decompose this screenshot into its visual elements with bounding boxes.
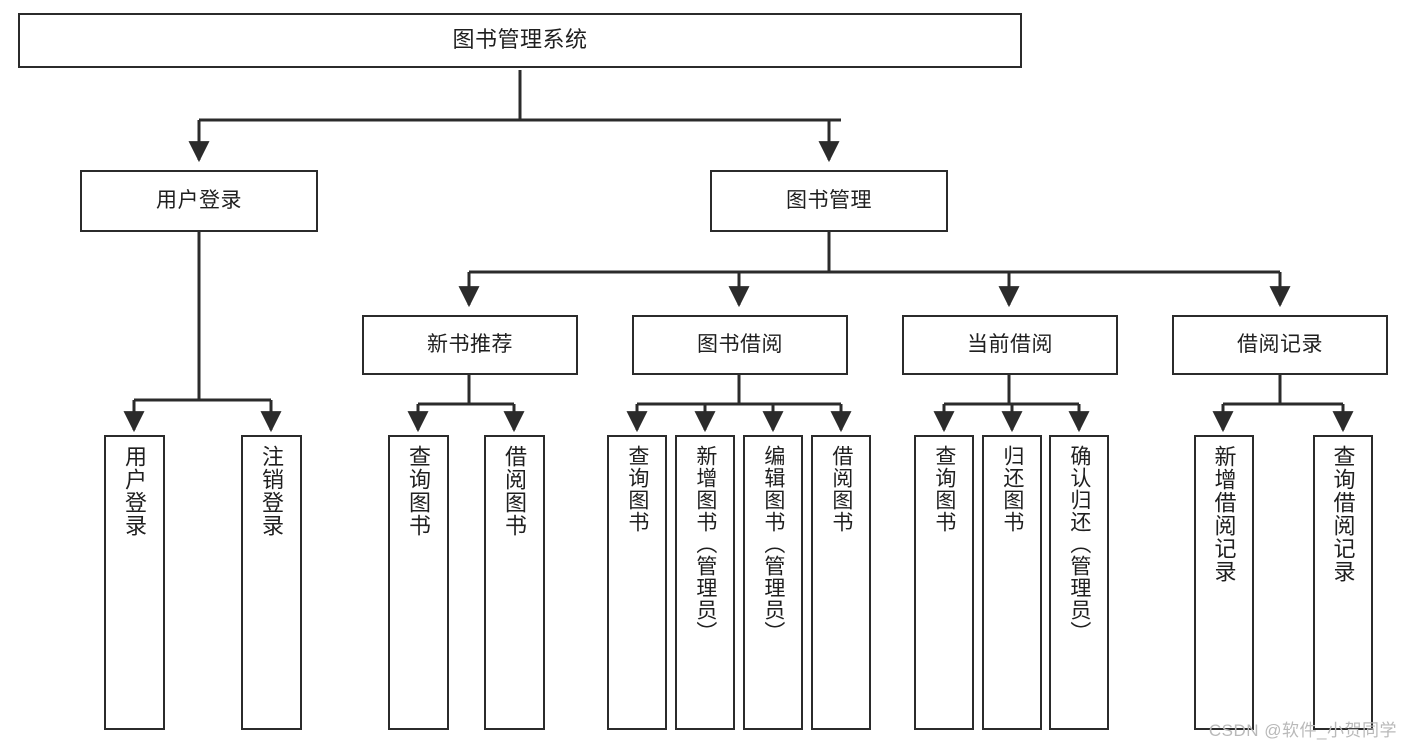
- node-label: 借阅图书: [502, 445, 528, 537]
- node-book-management[interactable]: 图书管理: [710, 170, 948, 232]
- leaf-return-book[interactable]: 归还图书: [982, 435, 1042, 730]
- leaf-query-book-current[interactable]: 查询图书: [914, 435, 974, 730]
- node-label: 注销登录: [259, 445, 285, 537]
- node-label: 新增借阅记录: [1211, 445, 1237, 583]
- leaf-user-login[interactable]: 用户登录: [104, 435, 165, 730]
- node-label: 新书推荐: [427, 333, 513, 357]
- leaf-edit-book-admin[interactable]: 编辑图书（管理员）: [743, 435, 803, 730]
- node-label: 确认归还（管理员）: [1067, 445, 1091, 643]
- node-label: 图书管理: [786, 189, 872, 213]
- node-new-book-recommend[interactable]: 新书推荐: [362, 315, 578, 375]
- node-label: 图书管理系统: [452, 27, 588, 53]
- leaf-add-borrow-record[interactable]: 新增借阅记录: [1194, 435, 1254, 730]
- leaf-query-book-borrow[interactable]: 查询图书: [607, 435, 667, 730]
- node-label: 归还图书: [1000, 445, 1024, 533]
- leaf-confirm-return-admin[interactable]: 确认归还（管理员）: [1049, 435, 1109, 730]
- node-label: 用户登录: [122, 445, 148, 537]
- leaf-add-book-admin[interactable]: 新增图书（管理员）: [675, 435, 735, 730]
- node-label: 借阅图书: [829, 445, 853, 533]
- node-label: 当前借阅: [967, 333, 1053, 357]
- node-label: 借阅记录: [1237, 333, 1323, 357]
- csdn-watermark: CSDN @软件_小贺同学: [1208, 721, 1397, 740]
- node-borrow-record[interactable]: 借阅记录: [1172, 315, 1388, 375]
- node-current-borrow[interactable]: 当前借阅: [902, 315, 1118, 375]
- node-user-login[interactable]: 用户登录: [80, 170, 318, 232]
- leaf-borrow-book[interactable]: 借阅图书: [811, 435, 871, 730]
- node-label: 查询图书: [932, 445, 956, 533]
- node-book-borrow[interactable]: 图书借阅: [632, 315, 848, 375]
- leaf-logout-login[interactable]: 注销登录: [241, 435, 302, 730]
- node-label: 查询借阅记录: [1330, 445, 1356, 583]
- node-label: 用户登录: [156, 189, 242, 213]
- node-label: 查询图书: [625, 445, 649, 533]
- node-label: 编辑图书（管理员）: [761, 445, 785, 643]
- node-label: 新增图书（管理员）: [693, 445, 717, 643]
- leaf-query-borrow-record[interactable]: 查询借阅记录: [1313, 435, 1373, 730]
- node-root-system[interactable]: 图书管理系统: [18, 13, 1022, 68]
- node-label: 图书借阅: [697, 333, 783, 357]
- leaf-query-book-recommend[interactable]: 查询图书: [388, 435, 449, 730]
- node-label: 查询图书: [406, 445, 432, 537]
- leaf-borrow-book-recommend[interactable]: 借阅图书: [484, 435, 545, 730]
